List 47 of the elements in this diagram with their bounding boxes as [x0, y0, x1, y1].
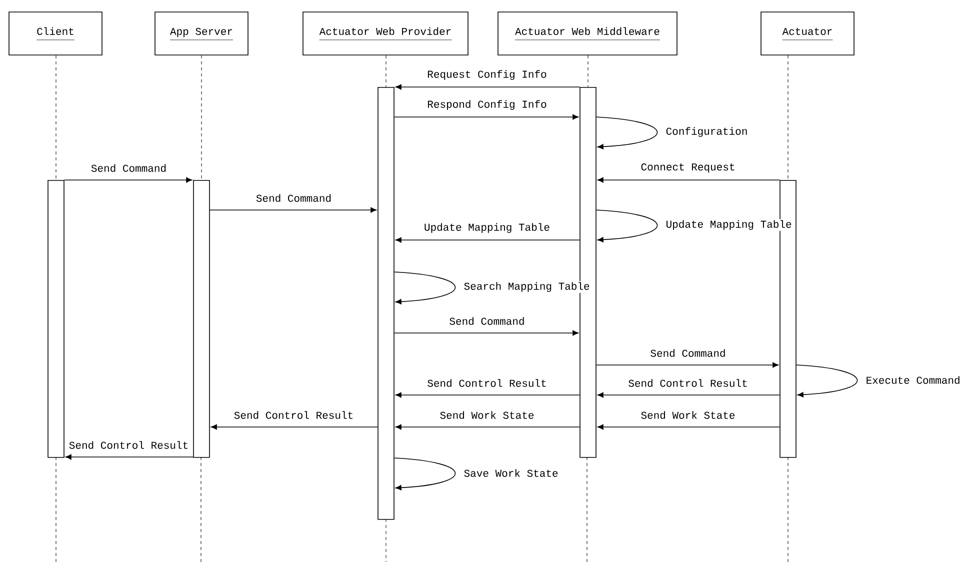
self-message-arrow — [596, 210, 658, 242]
message-label: Send Command — [256, 194, 331, 202]
message-label: Send Control Result — [428, 379, 546, 387]
message-label: Send Command — [450, 317, 524, 325]
participant-box: App Server — [154, 12, 248, 56]
self-message-arrow — [394, 458, 456, 490]
activation-bar — [48, 180, 64, 458]
message-label: Send Control Result — [628, 379, 747, 387]
message-label: Send Command — [91, 164, 166, 172]
message-label: Request Config Info — [428, 70, 546, 80]
message-label: Send Command — [650, 349, 725, 357]
message-arrow — [64, 177, 192, 183]
participant-box: Actuator Web Middleware — [498, 12, 678, 56]
message-arrow — [210, 424, 378, 430]
message-label: Update Mapping Table — [664, 219, 793, 231]
message-arrow — [394, 330, 579, 336]
participant-box: Actuator Web Provider — [302, 12, 468, 56]
participant-box: Client — [8, 12, 102, 56]
message-label: Send Control Result — [69, 441, 188, 449]
message-arrow — [596, 362, 779, 368]
message-label: Search Mapping Table — [462, 281, 591, 293]
message-label: Save Work State — [462, 468, 560, 478]
message-label: Send Control Result — [234, 411, 352, 419]
message-label: Execute Command — [864, 375, 962, 385]
message-label: Update Mapping Table — [424, 223, 550, 233]
self-message-arrow — [394, 272, 456, 304]
message-label: Connect Request — [641, 163, 734, 173]
self-message-arrow — [796, 364, 858, 398]
message-label: Respond Config Info — [428, 100, 546, 110]
participant-box: Actuator — [760, 12, 854, 56]
message-label: Configuration — [664, 126, 749, 138]
message-arrow — [210, 207, 377, 213]
message-label: Send Work State — [641, 411, 735, 419]
message-arrow — [597, 424, 780, 430]
message-arrow — [65, 454, 194, 460]
activation-bar — [378, 87, 394, 520]
message-arrow — [394, 114, 579, 120]
message-arrow — [597, 392, 780, 398]
message-arrow — [395, 237, 580, 243]
message-arrow — [395, 392, 580, 398]
message-arrow — [597, 177, 780, 183]
message-arrow — [395, 84, 580, 90]
lifeline — [201, 55, 202, 180]
message-arrow — [395, 424, 580, 430]
activation-bar — [193, 180, 210, 458]
self-message-arrow — [596, 116, 658, 150]
message-label: Send Work State — [440, 411, 534, 419]
